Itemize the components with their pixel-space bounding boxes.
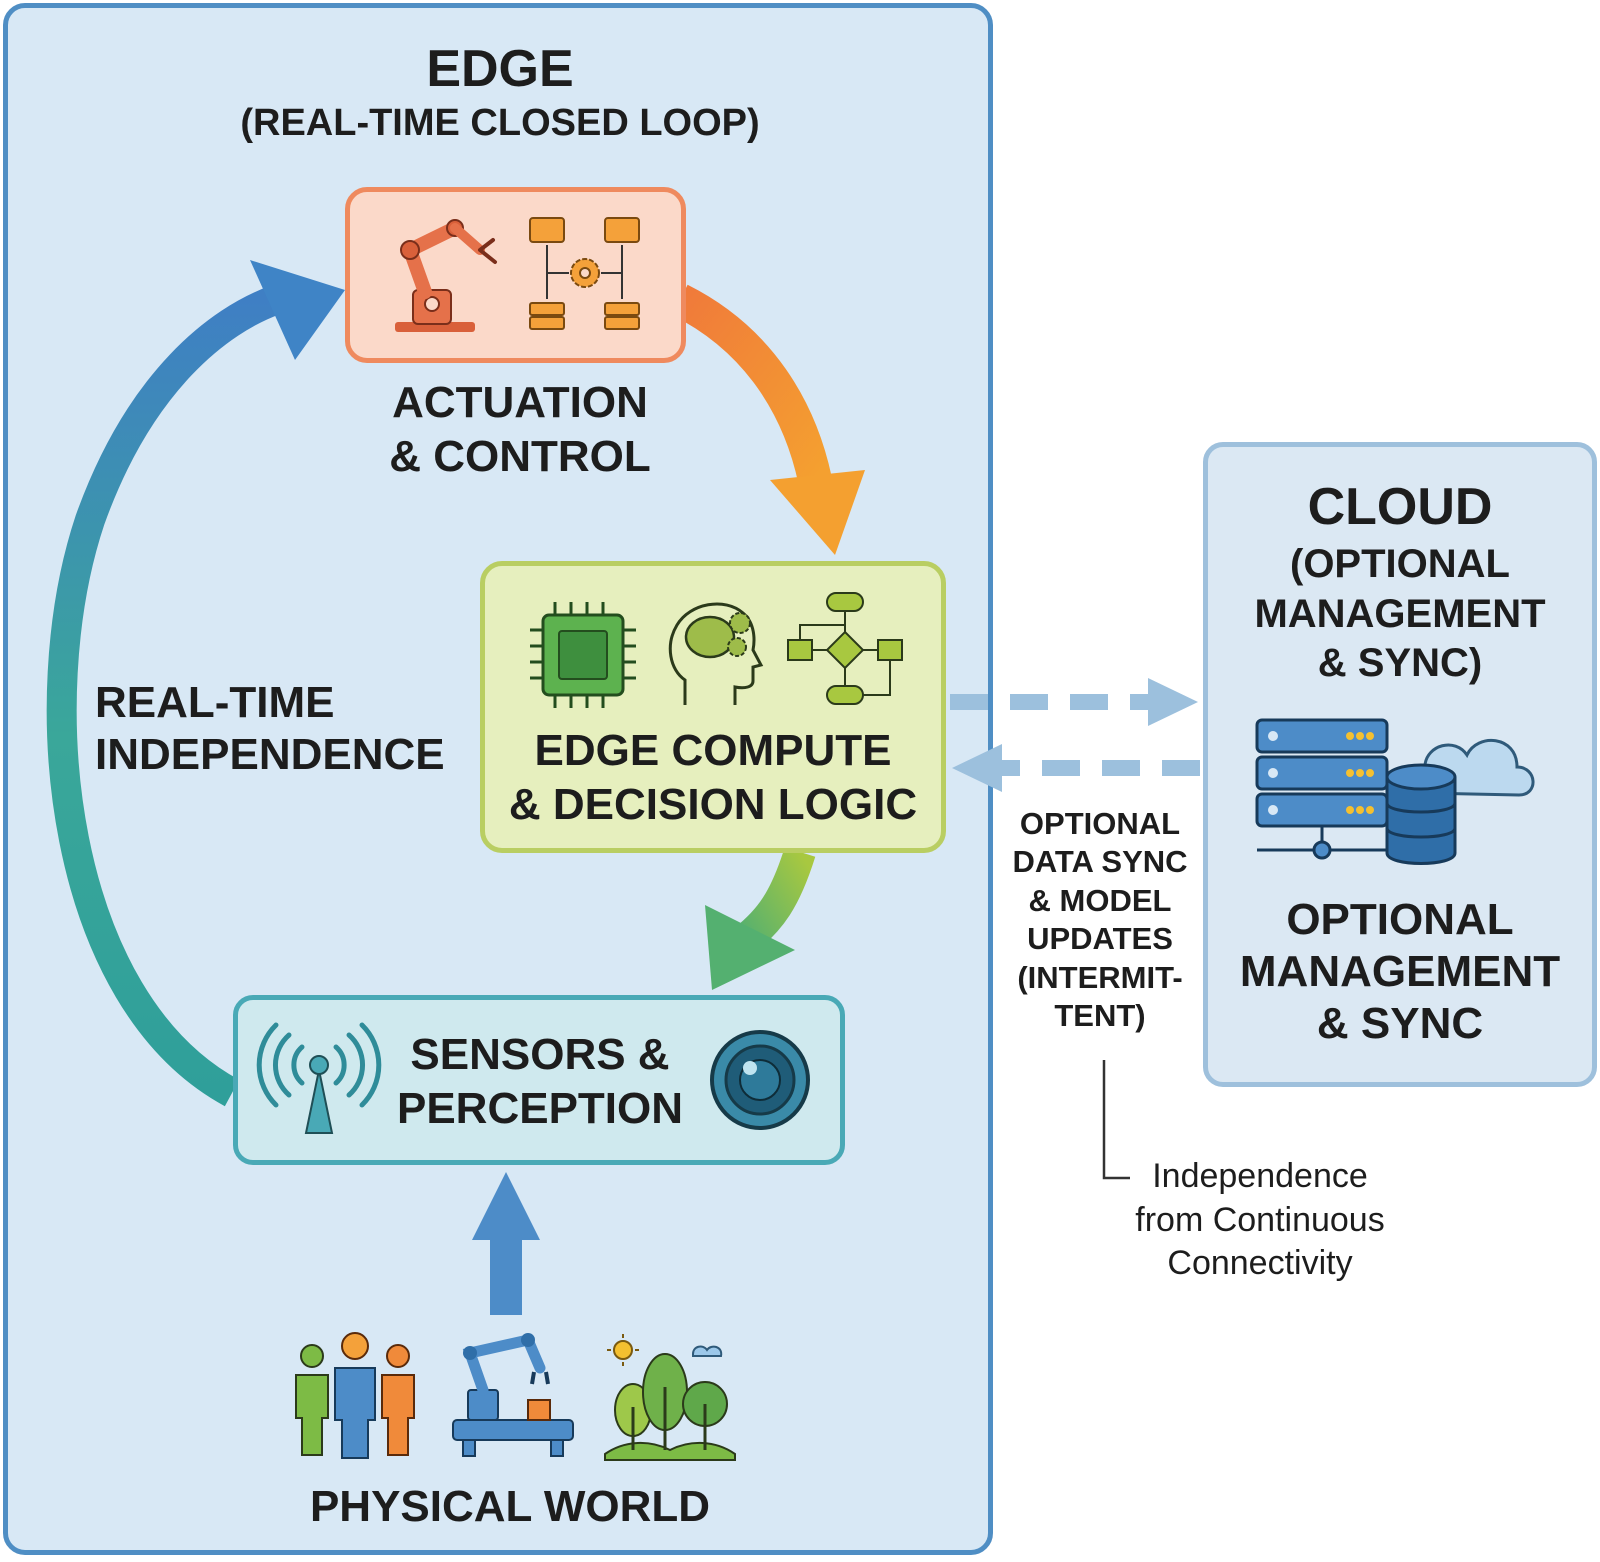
compute-label-2: & DECISION LOGIC bbox=[508, 780, 918, 829]
antenna-signal-icon bbox=[256, 1022, 382, 1134]
physical-up-arrow-shaft bbox=[490, 1235, 522, 1315]
cloud-subtitle: (OPTIONAL MANAGEMENT & SYNC) bbox=[1203, 540, 1597, 689]
independence-note: Independence from Continuous Connectivit… bbox=[1110, 1155, 1410, 1286]
independence-note-line-1: Independence bbox=[1152, 1157, 1368, 1195]
loop-arc-mid bbox=[734, 847, 816, 953]
compute-label-1: EDGE COMPUTE bbox=[534, 726, 892, 775]
sync-note-line-4: UPDATES bbox=[1027, 921, 1173, 957]
sync-arrowhead-to-cloud bbox=[1148, 678, 1198, 726]
actuation-label-2: & CONTROL bbox=[389, 432, 651, 481]
flowchart-icon bbox=[787, 592, 903, 705]
loop-label-2: INDEPENDENCE bbox=[95, 730, 445, 779]
cpu-chip-icon bbox=[530, 602, 636, 708]
sync-note-line-2: DATA SYNC bbox=[1012, 844, 1188, 880]
cloud-footer-line-3: & SYNC bbox=[1316, 998, 1484, 1048]
physical-up-arrowhead bbox=[472, 1172, 540, 1240]
loop-arrowhead-top bbox=[770, 470, 865, 555]
physical-world-label: PHYSICAL WORLD bbox=[309, 1482, 711, 1531]
loop-label-1: REAL-TIME bbox=[95, 678, 335, 727]
brain-gears-icon bbox=[668, 602, 764, 705]
sensors-label-2: PERCEPTION bbox=[396, 1084, 684, 1133]
sync-note-line-1: OPTIONAL bbox=[1019, 806, 1181, 841]
loop-arc-top bbox=[672, 284, 832, 484]
cloud-subtitle-line-2: MANAGEMENT bbox=[1254, 591, 1546, 636]
cloud-footer: OPTIONAL MANAGEMENT & SYNC bbox=[1203, 894, 1597, 1050]
server-rack-icon bbox=[1255, 718, 1389, 860]
edge-subtitle: (REAL-TIME CLOSED LOOP) bbox=[240, 102, 760, 144]
cloud-subtitle-line-3: & SYNC) bbox=[1317, 641, 1483, 686]
cloud-infrastructure-icons bbox=[1255, 718, 1535, 865]
cloud-subtitle-line-1: (OPTIONAL bbox=[1290, 542, 1510, 586]
sensors-label-1: SENSORS & bbox=[410, 1030, 670, 1079]
loop-arc-left bbox=[46, 285, 281, 1107]
loop-arrowhead-left bbox=[250, 260, 345, 360]
cloud-title: CLOUD bbox=[1307, 478, 1493, 536]
independence-note-line-3: Connectivity bbox=[1167, 1244, 1353, 1283]
loop-arrowhead-mid bbox=[705, 905, 795, 990]
independence-note-line-2: from Continuous bbox=[1135, 1200, 1385, 1239]
edge-title: EDGE bbox=[426, 40, 574, 98]
nature-icon bbox=[604, 1334, 736, 1461]
people-icon bbox=[295, 1332, 415, 1459]
sync-note: OPTIONAL DATA SYNC & MODEL UPDATES (INTE… bbox=[995, 805, 1205, 1036]
sync-note-line-6: TENT) bbox=[1054, 998, 1146, 1034]
cloud-footer-line-2: MANAGEMENT bbox=[1239, 946, 1561, 996]
actuation-label-1: ACTUATION bbox=[392, 378, 648, 427]
sync-note-line-3: & MODEL bbox=[1028, 882, 1172, 918]
sync-note-line-5: (INTERMIT- bbox=[1017, 959, 1183, 995]
actuation-box bbox=[345, 187, 686, 363]
database-icon bbox=[1385, 763, 1457, 865]
robot-arm-icon bbox=[395, 219, 497, 332]
control-network-icon bbox=[529, 217, 640, 330]
edge-compute-box bbox=[480, 561, 946, 853]
sync-arrowhead-to-edge bbox=[952, 744, 1002, 792]
camera-lens-icon bbox=[710, 1030, 810, 1130]
cloud-footer-line-1: OPTIONAL bbox=[1286, 895, 1514, 944]
factory-robot-icon bbox=[452, 1333, 574, 1457]
independence-bracket bbox=[1102, 1060, 1130, 1180]
